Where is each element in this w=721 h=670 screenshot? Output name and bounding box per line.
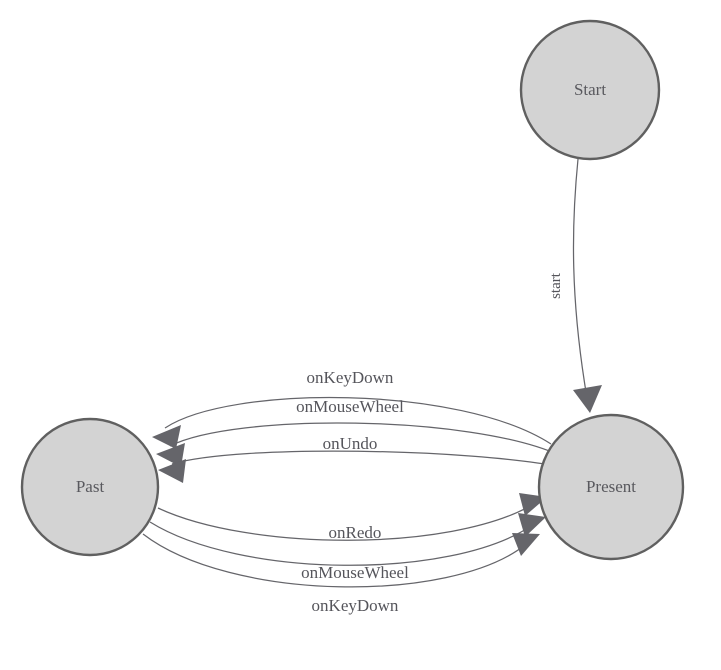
arrowhead-present-past-2	[156, 443, 185, 467]
edge-past-to-present-onmousewheel[interactable]: onMouseWheel	[149, 513, 546, 582]
node-start-label: Start	[574, 80, 606, 99]
edge-label-present-past-1: onKeyDown	[307, 368, 394, 387]
node-start-circle	[519, 19, 661, 161]
edge-path-start-present	[572, 158, 587, 393]
node-present-circle	[537, 413, 685, 561]
edge-path-past-present-3	[142, 533, 526, 588]
node-past-label: Past	[76, 477, 105, 496]
arrowhead-present-past-3	[158, 459, 186, 483]
arrowhead-past-present-2	[518, 513, 546, 537]
edge-present-to-past-onmousewheel[interactable]: onMouseWheel	[156, 397, 560, 467]
edge-present-to-past-onundo[interactable]: onUndo	[158, 434, 563, 483]
edge-path-present-past-1	[164, 396, 552, 445]
edge-past-to-present-onredo[interactable]: onRedo	[157, 493, 547, 542]
edge-path-past-present-1	[157, 504, 533, 541]
arrowhead-present-past-1	[152, 425, 181, 449]
edge-past-to-present-onkeydown[interactable]: onKeyDown	[142, 533, 540, 615]
edge-label-past-present-1: onRedo	[329, 523, 382, 542]
arrowhead-start-present	[573, 385, 602, 413]
edge-start-to-present[interactable]: start	[548, 158, 602, 413]
edge-path-past-present-2	[149, 521, 532, 566]
edge-label-start: start	[548, 272, 564, 299]
edge-label-present-past-3: onUndo	[323, 434, 378, 453]
edge-label-past-present-3: onKeyDown	[312, 596, 399, 615]
edge-path-present-past-2	[169, 422, 560, 456]
node-start[interactable]: Start	[519, 19, 661, 161]
edge-label-present-past-2: onMouseWheel	[296, 397, 404, 416]
node-past-circle	[20, 417, 160, 557]
node-present-label: Present	[586, 477, 636, 496]
node-present[interactable]: Present	[537, 413, 685, 561]
edge-path-present-past-3	[171, 450, 563, 468]
node-past[interactable]: Past	[20, 417, 160, 557]
arrowhead-past-present-3	[512, 533, 540, 556]
edge-present-to-past-onkeydown[interactable]: onKeyDown	[152, 368, 552, 449]
edge-label-past-present-2: onMouseWheel	[301, 563, 409, 582]
